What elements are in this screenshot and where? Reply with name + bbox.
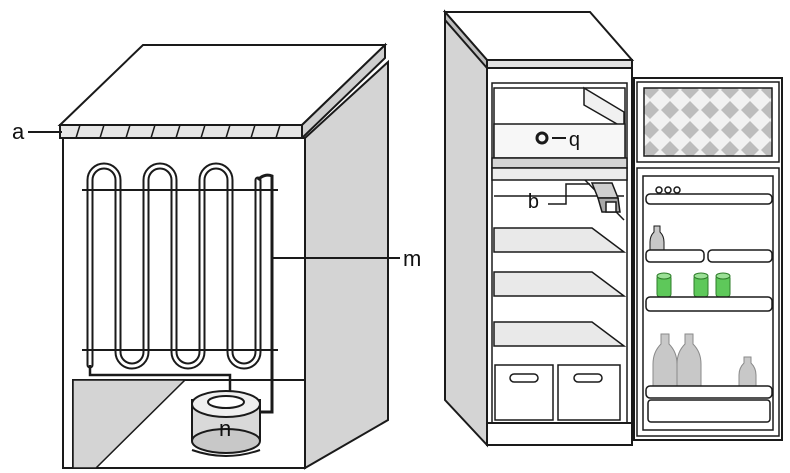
condenser-coil <box>82 162 278 414</box>
label-n-text: n <box>219 416 231 441</box>
fridge-shelves <box>493 227 627 347</box>
door-shelf-bottom <box>645 385 773 399</box>
label-q: q <box>528 183 590 214</box>
thermostat-box <box>590 182 621 213</box>
label-q-text: q <box>528 192 539 214</box>
shelf-3 <box>493 321 627 347</box>
label-a: a <box>12 119 62 144</box>
door-shelf-2-right <box>707 249 773 263</box>
egg-holders <box>655 186 681 194</box>
green-cans <box>656 272 731 298</box>
door-shelf-top <box>645 193 773 205</box>
door-bin-bottom <box>647 399 771 423</box>
fridge-door <box>633 77 783 441</box>
door-shelf-2-left <box>645 249 705 263</box>
label-m-text: m <box>403 246 421 271</box>
shelf-2 <box>493 271 627 297</box>
shelf-1 <box>493 227 627 253</box>
label-p: p <box>535 129 580 151</box>
tall-bottles <box>652 333 757 388</box>
top-edge-segments <box>75 124 281 139</box>
freezer-door-pattern <box>643 87 773 157</box>
freezer-divider <box>491 157 628 169</box>
fridge-open-view <box>442 9 635 448</box>
fridge-open-side-panel <box>444 9 488 448</box>
label-p-text: p <box>569 129 580 151</box>
label-m: m <box>272 246 421 271</box>
label-a-text: a <box>12 119 25 144</box>
door-shelf-3 <box>645 296 773 312</box>
compressor <box>191 390 261 457</box>
fridge-back-top-edge <box>59 124 303 139</box>
